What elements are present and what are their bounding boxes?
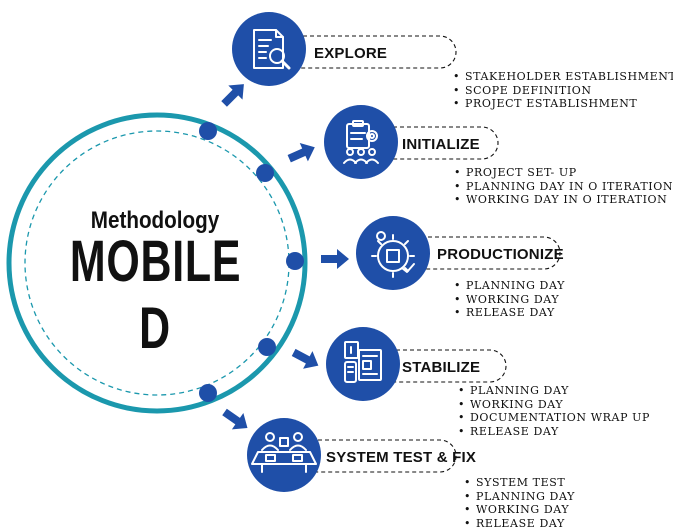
arrow-stabilize xyxy=(291,348,319,369)
center-title: MOBILE D xyxy=(69,229,242,361)
document-search-icon xyxy=(232,12,306,86)
outer-ring xyxy=(6,112,308,414)
list-item: WORKING DAY xyxy=(458,398,650,412)
list-item: PLANNING DAY IN O ITERATION xyxy=(454,180,673,194)
stage-title-initialize: INITIALIZE xyxy=(402,136,480,153)
list-item: RELEASE DAY xyxy=(458,425,650,439)
meeting-table-icon xyxy=(247,418,321,492)
stage-items-productionize: PLANNING DAY WORKING DAY RELEASE DAY xyxy=(454,279,565,320)
connector-dot-system-test xyxy=(199,384,217,402)
list-item: WORKING DAY IN O ITERATION xyxy=(454,193,673,207)
connector-dot-stabilize xyxy=(258,338,276,356)
connector-dot-initialize xyxy=(256,164,274,182)
connector-dot-productionize xyxy=(286,252,304,270)
list-item: DOCUMENTATION WRAP UP xyxy=(458,411,650,425)
stage-capsule-productionize xyxy=(400,236,561,270)
team-plan-icon xyxy=(324,105,398,179)
arrow-system-test xyxy=(222,408,248,430)
list-item: RELEASE DAY xyxy=(464,517,575,531)
stage-title-productionize: PRODUCTIONIZE xyxy=(437,246,564,263)
stage-capsule-stabilize xyxy=(368,349,507,383)
documents-icon xyxy=(326,327,400,401)
list-item: PLANNING DAY xyxy=(464,490,575,504)
stage-capsule-explore xyxy=(268,35,457,69)
stage-title-stabilize: STABILIZE xyxy=(402,359,480,376)
stage-items-explore: STAKEHOLDER ESTABLISHMENT SCOPE DEFINITI… xyxy=(453,70,673,111)
list-item: PLANNING DAY xyxy=(458,384,650,398)
arrow-explore xyxy=(221,84,244,107)
stage-items-system-test: SYSTEM TEST PLANNING DAY WORKING DAY REL… xyxy=(464,476,575,530)
stage-capsule-initialize xyxy=(365,126,499,160)
arrow-initialize xyxy=(287,143,315,163)
stage-capsule-system-test xyxy=(290,439,457,473)
arrow-productionize xyxy=(321,249,349,269)
list-item: SCOPE DEFINITION xyxy=(453,84,673,98)
stage-title-explore: EXPLORE xyxy=(314,45,387,62)
list-item: WORKING DAY xyxy=(464,503,575,517)
stage-title-system-test: SYSTEM TEST & FIX xyxy=(326,449,476,466)
list-item: PLANNING DAY xyxy=(454,279,565,293)
gear-box-icon xyxy=(356,216,430,290)
connector-dot-explore xyxy=(199,122,217,140)
stage-items-stabilize: PLANNING DAY WORKING DAY DOCUMENTATION W… xyxy=(458,384,650,438)
list-item: STAKEHOLDER ESTABLISHMENT xyxy=(453,70,673,84)
stage-items-initialize: PROJECT SET- UP PLANNING DAY IN O ITERAT… xyxy=(454,166,673,207)
list-item: PROJECT ESTABLISHMENT xyxy=(453,97,673,111)
list-item: SYSTEM TEST xyxy=(464,476,575,490)
list-item: RELEASE DAY xyxy=(454,306,565,320)
center-subtitle: Methodology xyxy=(90,207,220,234)
list-item: PROJECT SET- UP xyxy=(454,166,673,180)
list-item: WORKING DAY xyxy=(454,293,565,307)
